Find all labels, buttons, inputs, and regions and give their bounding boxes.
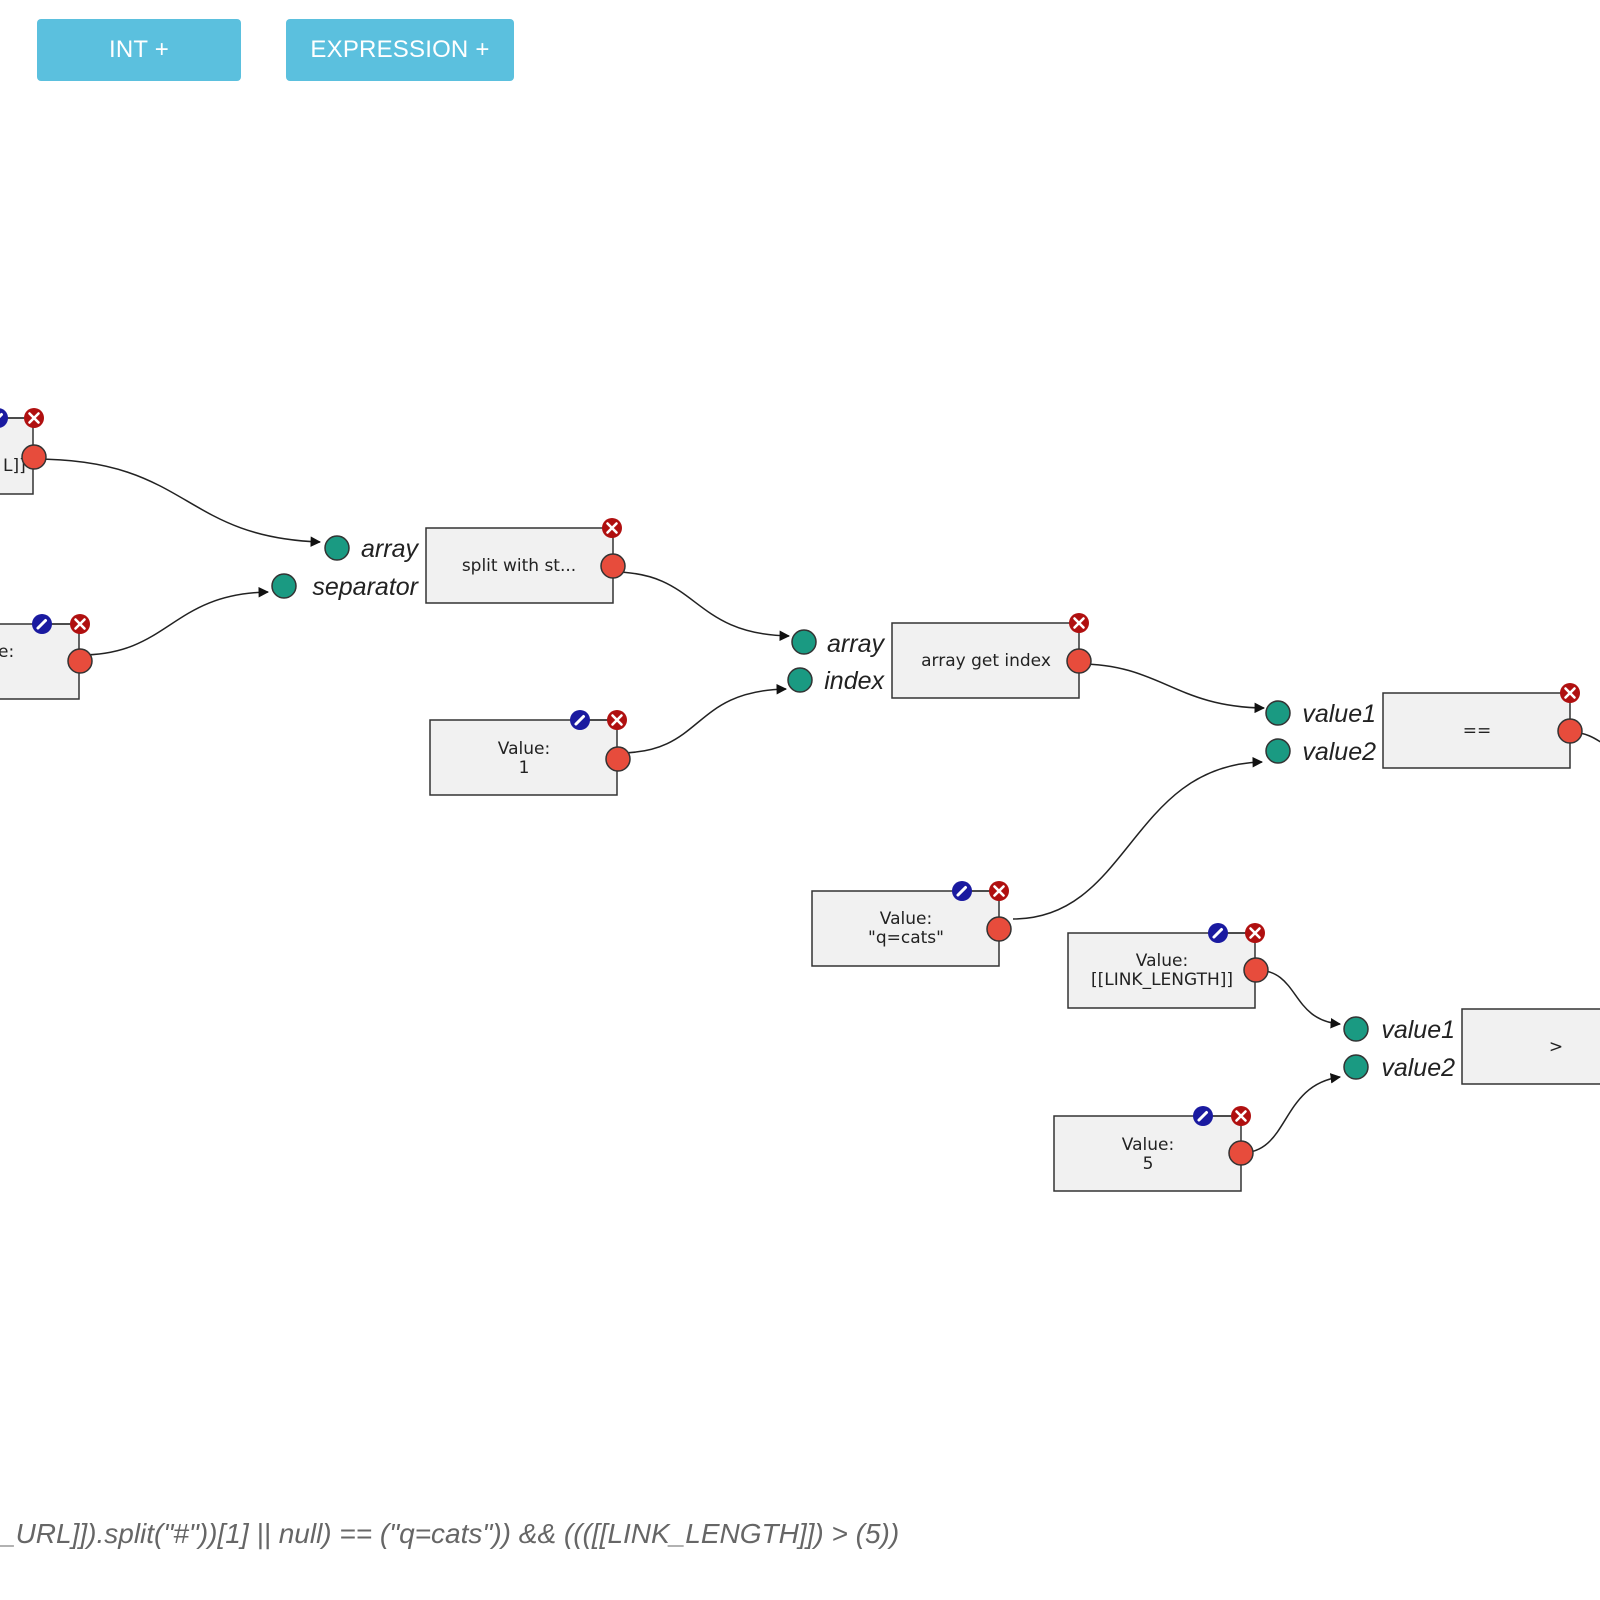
node-array-get-index-label: array get index (921, 651, 1051, 671)
output-port[interactable] (1066, 648, 1092, 674)
expression-output: _URL]]).split("#"))[1] || null) == ("q=c… (0, 1518, 900, 1549)
node-link-length-value-line2: [[LINK_LENGTH]] (1091, 970, 1233, 990)
edge-split-to-get-array[interactable] (612, 571, 791, 642)
edge-five-to-greater-value2[interactable] (1240, 1073, 1342, 1154)
edit-icon[interactable] (950, 879, 974, 903)
node-separator-value-text: e: (0, 642, 14, 662)
output-port[interactable] (1557, 718, 1583, 744)
node-index-value-line2: 1 (519, 758, 530, 778)
port-label-value2: value2 (1302, 738, 1376, 766)
port-label-index: index (824, 667, 885, 695)
edge-index-to-get-index[interactable] (618, 683, 788, 754)
delete-icon[interactable] (605, 708, 629, 732)
edit-icon[interactable] (1191, 1104, 1215, 1128)
node-url-value[interactable]: L]] (0, 406, 47, 495)
node-index-value[interactable]: Value: 1 (429, 708, 631, 796)
edge-get-to-equals-value1[interactable] (1078, 663, 1266, 714)
output-port[interactable] (67, 648, 93, 674)
edit-icon[interactable] (30, 612, 54, 636)
delete-icon[interactable] (1229, 1104, 1253, 1128)
edge-cats-to-equals-value2[interactable] (1012, 756, 1264, 920)
edge-separator-to-split[interactable] (79, 586, 270, 656)
add-expression-button[interactable]: EXPRESSION + (286, 19, 514, 81)
edit-icon[interactable] (568, 708, 592, 732)
delete-icon[interactable] (1067, 611, 1091, 635)
delete-icon[interactable] (1243, 921, 1267, 945)
input-port-value1[interactable] (1343, 1016, 1369, 1042)
add-int-button[interactable]: INT + (37, 19, 241, 81)
node-five-value[interactable]: Value: 5 (1053, 1104, 1254, 1192)
node-split-label: split with st... (462, 556, 576, 576)
output-port[interactable] (605, 746, 631, 772)
input-port-separator[interactable] (271, 573, 297, 599)
node-separator-value[interactable]: e: (0, 612, 93, 700)
node-cats-value-line2: "q=cats" (868, 928, 944, 948)
node-url-value-text: L]] (3, 456, 26, 476)
input-port-value2[interactable] (1343, 1054, 1369, 1080)
edge-linklen-to-greater-value1[interactable] (1255, 969, 1342, 1029)
input-port-index[interactable] (787, 667, 813, 693)
node-greater-label: > (1549, 1037, 1563, 1057)
port-label-array: array (361, 535, 419, 563)
edges (33, 458, 1600, 1154)
delete-icon[interactable] (600, 516, 624, 540)
port-label-array: array (827, 630, 885, 658)
delete-icon[interactable] (22, 406, 46, 430)
delete-icon[interactable] (987, 879, 1011, 903)
input-port-value1[interactable] (1265, 700, 1291, 726)
node-split[interactable]: split with st... array separator (271, 516, 626, 604)
node-array-get-index[interactable]: array get index array index (787, 611, 1092, 699)
port-label-value1: value1 (1302, 700, 1376, 728)
input-port-value2[interactable] (1265, 738, 1291, 764)
node-greater[interactable]: > value1 value2 (1343, 1008, 1600, 1085)
node-cats-value-line1: Value: (880, 909, 932, 929)
port-label-value1: value1 (1381, 1016, 1455, 1044)
node-link-length-value-line1: Value: (1136, 951, 1188, 971)
output-port[interactable] (600, 553, 626, 579)
node-equals[interactable]: == value1 value2 (1265, 681, 1583, 769)
delete-icon[interactable] (1558, 681, 1582, 705)
port-label-separator: separator (312, 573, 419, 601)
edit-icon[interactable] (1206, 921, 1230, 945)
node-cats-value[interactable]: Value: "q=cats" (811, 879, 1012, 967)
node-five-value-line1: Value: (1122, 1135, 1174, 1155)
edge-url-to-split-array[interactable] (33, 458, 322, 547)
output-port[interactable] (1228, 1140, 1254, 1166)
output-port[interactable] (986, 916, 1012, 942)
node-index-value-line1: Value: (498, 739, 550, 759)
delete-icon[interactable] (68, 612, 92, 636)
output-port[interactable] (21, 444, 47, 470)
input-port-array[interactable] (791, 629, 817, 655)
node-equals-label: == (1463, 721, 1492, 741)
node-five-value-line2: 5 (1143, 1154, 1154, 1174)
node-link-length-value[interactable]: Value: [[LINK_LENGTH]] (1067, 921, 1269, 1009)
port-label-value2: value2 (1381, 1054, 1455, 1082)
input-port-array[interactable] (324, 535, 350, 561)
output-port[interactable] (1243, 957, 1269, 983)
